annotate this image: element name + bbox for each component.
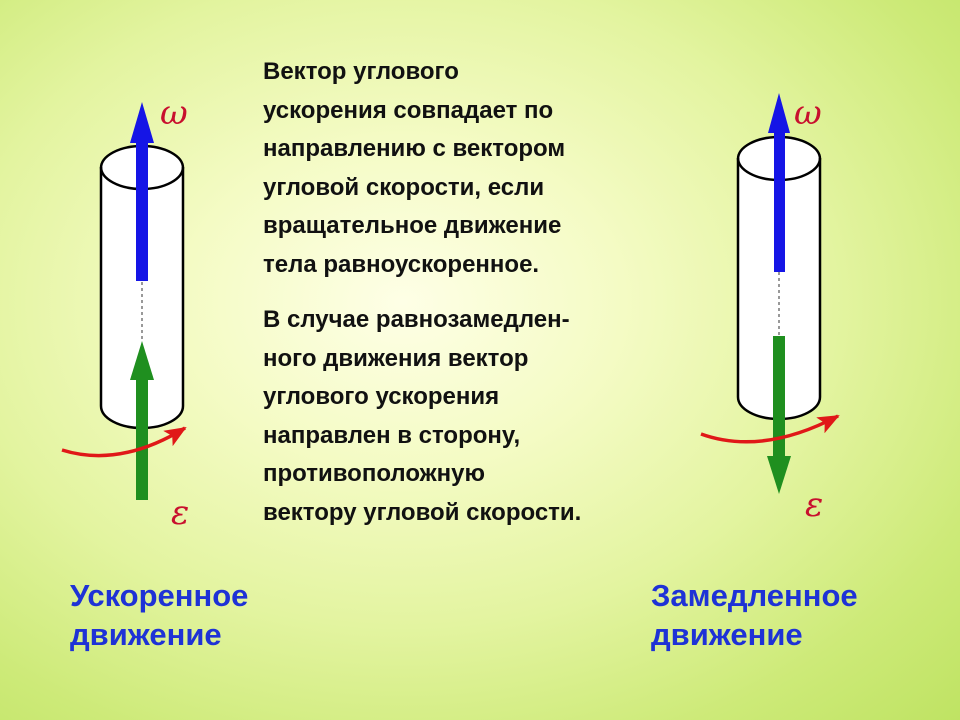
left-epsilon-vector <box>130 341 154 500</box>
right-omega-label: ω <box>794 93 822 133</box>
left-epsilon-label: ε <box>171 493 189 533</box>
caption-decelerated-motion: Замедленное движение <box>651 578 858 652</box>
caption-accelerated-motion: Ускоренное движение <box>70 578 249 652</box>
left-omega-vector <box>130 102 154 281</box>
right-rotation-arrow <box>700 414 840 444</box>
right-omega-vector <box>768 93 790 272</box>
explanation-paragraph-2: В случае равнозамедлен- ного движения ве… <box>263 306 582 526</box>
left-omega-label: ω <box>160 93 188 133</box>
right-epsilon-label: ε <box>805 485 823 525</box>
explanation-paragraph-1: Вектор углового ускорения совпадает по н… <box>263 58 566 278</box>
left-rotation-arrow <box>61 426 187 458</box>
right-epsilon-vector <box>767 336 791 494</box>
